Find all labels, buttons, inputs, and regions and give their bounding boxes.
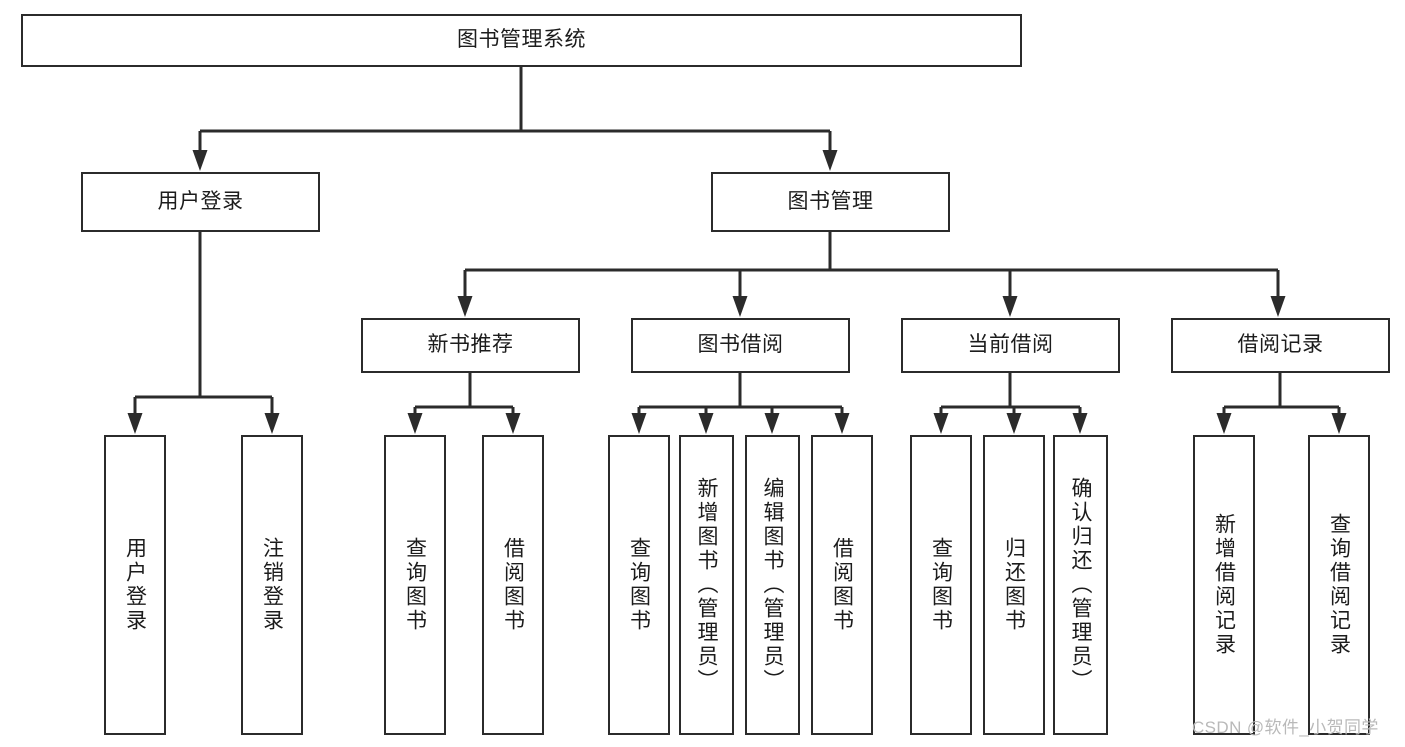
node-label: 查询图书 — [403, 537, 427, 633]
node-book-borrow[interactable]: 图书借阅 — [631, 318, 850, 373]
arrowhead-cur-borrow-bus — [933, 413, 949, 434]
node-leaf-rec-borrow[interactable]: 借阅图书 — [482, 435, 544, 735]
node-label: 注销登录 — [260, 537, 284, 633]
node-leaf-rec-query2[interactable]: 查询借阅记录 — [1308, 435, 1370, 735]
node-leaf-rec-query[interactable]: 查询图书 — [384, 435, 446, 735]
arrowhead-book-borrow-bus — [631, 413, 647, 434]
node-leaf-cur-confirm[interactable]: 确认归还（管理员） — [1053, 435, 1108, 735]
node-current-borrow[interactable]: 当前借阅 — [901, 318, 1120, 373]
arrowhead-cur-borrow-bus — [1072, 413, 1088, 434]
arrowhead-book-manage-bus — [732, 296, 748, 317]
node-label: 借阅图书 — [501, 537, 525, 633]
node-leaf-user-logout[interactable]: 注销登录 — [241, 435, 303, 735]
node-leaf-borrow-edit[interactable]: 编辑图书（管理员） — [745, 435, 800, 735]
node-label: 查询图书 — [929, 537, 953, 633]
node-label: 当前借阅 — [967, 333, 1054, 357]
arrowhead-book-borrow-bus — [834, 413, 850, 434]
node-leaf-user-login[interactable]: 用户登录 — [104, 435, 166, 735]
node-leaf-cur-query[interactable]: 查询图书 — [910, 435, 972, 735]
node-root[interactable]: 图书管理系统 — [21, 14, 1022, 67]
arrowhead-book-borrow-bus — [764, 413, 780, 434]
node-label: 图书借阅 — [697, 333, 784, 357]
node-label: 用户登录 — [157, 189, 244, 213]
arrowhead-book-manage-bus — [457, 296, 473, 317]
arrowhead-book-manage-bus — [1002, 296, 1018, 317]
node-label: 用户登录 — [123, 537, 147, 633]
arrowhead-borrow-rec-bus — [1331, 413, 1347, 434]
node-leaf-cur-return[interactable]: 归还图书 — [983, 435, 1045, 735]
arrowhead-new-book-rec-bus — [505, 413, 521, 434]
node-user-login[interactable]: 用户登录 — [81, 172, 320, 232]
node-label: 新增图书（管理员） — [695, 477, 719, 693]
arrowhead-borrow-rec-bus — [1216, 413, 1232, 434]
node-label: 新书推荐 — [427, 333, 514, 357]
node-label: 归还图书 — [1002, 537, 1026, 633]
node-leaf-borrow-lend[interactable]: 借阅图书 — [811, 435, 873, 735]
arrowhead-book-manage-bus — [1270, 296, 1286, 317]
node-new-book-rec[interactable]: 新书推荐 — [361, 318, 580, 373]
arrowhead-root-bus — [192, 150, 208, 171]
node-leaf-borrow-add[interactable]: 新增图书（管理员） — [679, 435, 734, 735]
arrowhead-user-login-bus — [127, 413, 143, 434]
node-label: 确认归还（管理员） — [1069, 477, 1093, 693]
node-label: 借阅图书 — [830, 537, 854, 633]
node-label: 图书管理 — [787, 189, 874, 213]
node-borrow-record[interactable]: 借阅记录 — [1171, 318, 1390, 373]
arrowhead-user-login-bus — [264, 413, 280, 434]
node-label: 查询图书 — [627, 537, 651, 633]
node-label: 新增借阅记录 — [1212, 513, 1236, 657]
node-label: 编辑图书（管理员） — [761, 477, 785, 693]
arrowhead-new-book-rec-bus — [407, 413, 423, 434]
arrowhead-root-bus — [822, 150, 838, 171]
node-leaf-rec-add[interactable]: 新增借阅记录 — [1193, 435, 1255, 735]
node-label: 图书管理系统 — [457, 28, 586, 52]
arrowhead-book-borrow-bus — [698, 413, 714, 434]
arrowhead-cur-borrow-bus — [1006, 413, 1022, 434]
node-label: 借阅记录 — [1237, 333, 1324, 357]
node-book-manage[interactable]: 图书管理 — [711, 172, 950, 232]
node-leaf-borrow-query[interactable]: 查询图书 — [608, 435, 670, 735]
node-label: 查询借阅记录 — [1327, 513, 1351, 657]
